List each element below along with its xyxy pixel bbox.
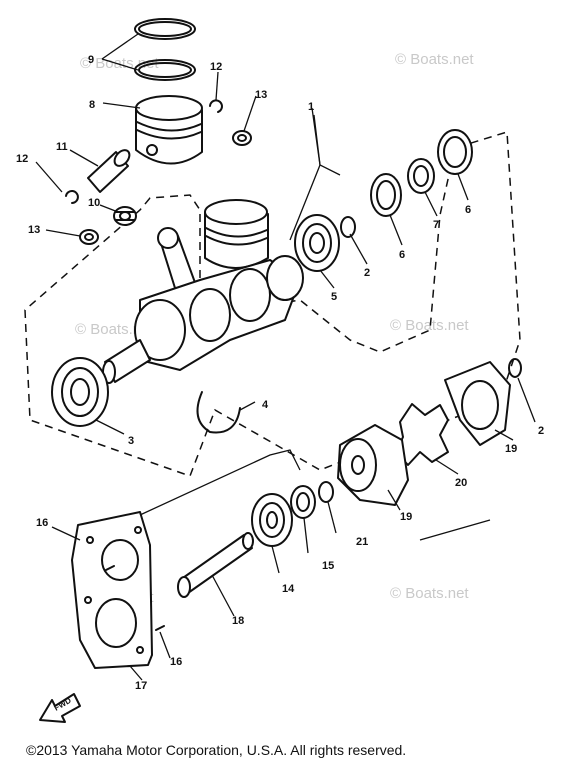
callout-7: 7 <box>433 219 439 231</box>
washer-upper <box>232 130 252 146</box>
o-ring-2-upper <box>340 216 356 238</box>
callout-16-lower: 16 <box>170 656 182 668</box>
callout-14: 14 <box>282 583 295 595</box>
drive-shaft-18 <box>177 532 254 598</box>
forward-arrow: FWD <box>39 693 81 723</box>
callout-12-lower: 12 <box>16 153 28 165</box>
callout-11: 11 <box>56 141 68 153</box>
leader-lines <box>35 33 536 681</box>
oil-seal-7 <box>407 158 435 194</box>
callout-15: 15 <box>322 560 334 572</box>
piston-rings <box>134 18 196 81</box>
watermark-top-right: © Boats.net <box>395 51 474 68</box>
copyright-footer: ©2013 Yamaha Motor Corporation, U.S.A. A… <box>26 742 407 758</box>
callout-10: 10 <box>88 197 100 209</box>
gasket-plate-17 <box>71 511 153 669</box>
washer-lower <box>79 229 99 245</box>
callout-18: 18 <box>232 615 244 627</box>
callout-8: 8 <box>89 99 95 111</box>
bearing-14 <box>251 493 293 547</box>
callout-1: 1 <box>308 101 314 113</box>
clip-lower <box>65 190 79 204</box>
coupling-19-lower <box>337 424 409 506</box>
callout-13-lower: 13 <box>28 224 40 236</box>
callout-20: 20 <box>455 477 467 489</box>
callout-21: 21 <box>356 536 368 548</box>
piston-part <box>135 95 203 165</box>
piston-pin <box>87 149 131 193</box>
bearing-3 <box>51 357 109 427</box>
o-ring-2-lower <box>508 358 522 378</box>
dowel-pin-upper <box>105 565 115 571</box>
clip-upper <box>209 99 223 113</box>
callout-9: 9 <box>88 54 94 66</box>
dowel-pin-lower <box>155 625 165 631</box>
callout-2-lower: 2 <box>538 425 544 437</box>
callout-5: 5 <box>331 291 337 303</box>
callout-16-upper: 16 <box>36 517 48 529</box>
watermark-low-right: © Boats.net <box>390 585 469 602</box>
callout-19-lower: 19 <box>400 511 412 523</box>
callout-17: 17 <box>135 680 147 692</box>
needle-bearing <box>113 206 137 226</box>
callout-labels: 1 2 2 3 4 5 6 6 7 8 9 10 11 12 12 13 13 … <box>16 54 544 692</box>
seal-6-outer <box>437 129 473 175</box>
circlip-4 <box>196 391 241 434</box>
crankshaft-assembly <box>102 199 304 384</box>
callout-6-inner: 6 <box>399 249 405 261</box>
callout-4: 4 <box>262 399 269 411</box>
circlip-21 <box>318 481 334 503</box>
seal-6-inner <box>370 173 402 217</box>
bearing-5 <box>294 214 340 272</box>
callout-2-upper: 2 <box>364 267 370 279</box>
coupling-19-right <box>444 361 511 446</box>
callout-6-outer: 6 <box>465 204 471 216</box>
callout-3: 3 <box>128 435 134 447</box>
callout-13-upper: 13 <box>255 89 267 101</box>
callout-19-right: 19 <box>505 443 517 455</box>
callout-12-upper: 12 <box>210 61 222 73</box>
seal-15 <box>290 485 316 519</box>
